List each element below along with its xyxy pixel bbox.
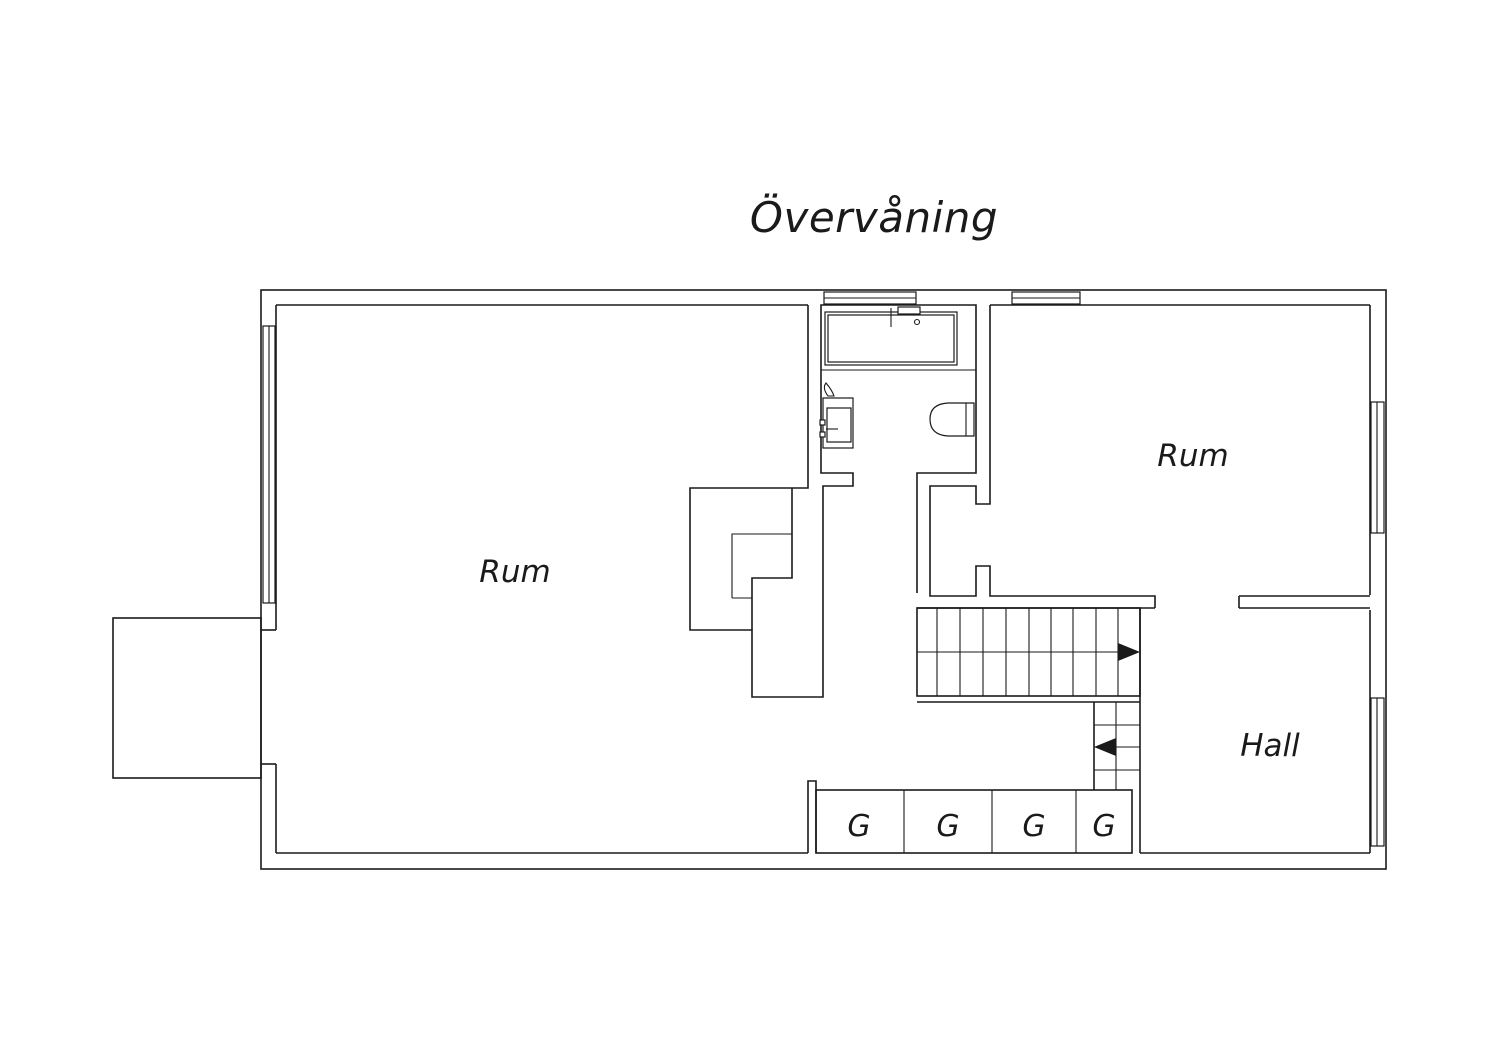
closet-label: G: [1092, 809, 1115, 844]
stair-up-arrow: [1118, 643, 1140, 661]
exterior-walls: [260, 289, 1387, 870]
room-label-rum-right: Rum: [1157, 438, 1228, 474]
toilet: [929, 402, 975, 437]
balcony: [112, 617, 262, 779]
bathtub: [824, 306, 958, 366]
closet-label: G: [936, 809, 959, 844]
niche-step: [731, 533, 792, 598]
stair-down-arrow: [1094, 738, 1116, 756]
staircase: [916, 607, 1141, 853]
closet-label: G: [1022, 809, 1045, 844]
floor-title: Övervåning: [750, 192, 998, 242]
closet-label: G: [847, 809, 870, 844]
sink: [819, 382, 854, 449]
windows: [262, 291, 1385, 847]
room-label-rum-large: Rum: [479, 554, 550, 590]
closets-row: [807, 780, 1133, 854]
niche-wall: [751, 488, 793, 630]
room-label-hall: Hall: [1240, 728, 1300, 764]
